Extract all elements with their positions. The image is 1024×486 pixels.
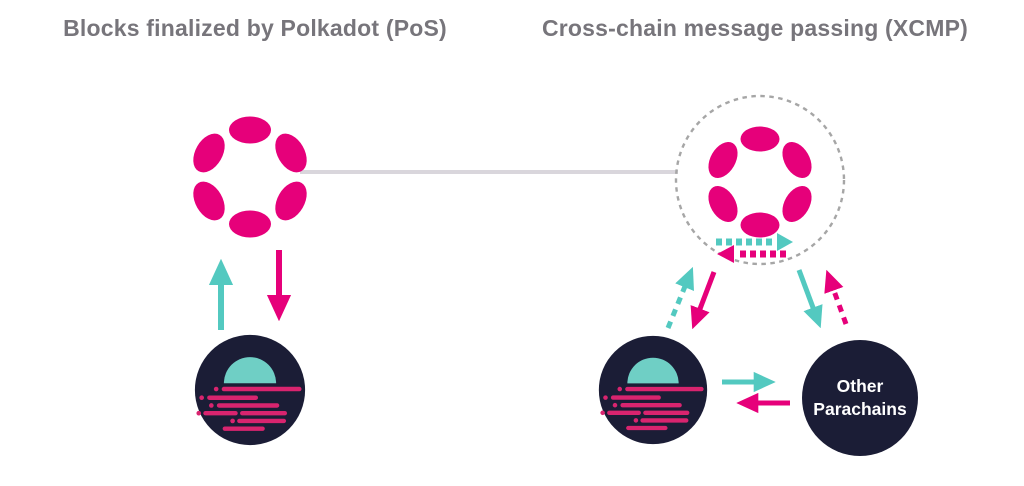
right-panel-title: Cross-chain message passing (XCMP)	[541, 15, 969, 41]
xcmp-dashed-arrow-right-icon	[716, 233, 793, 251]
moonbeam-logo-icon	[195, 335, 305, 445]
diagonal-up-arrow-teal-dashed-icon	[665, 266, 694, 329]
relay-chain-dashed-circle	[674, 94, 846, 266]
diagonal-down-arrow-teal-icon	[796, 269, 823, 329]
diagonal-down-arrow-pink-icon	[690, 271, 717, 330]
diagonal-up-arrow-pink-dashed-icon	[824, 269, 849, 325]
other-parachains-label-line2: Parachains	[813, 399, 907, 419]
other-parachains-node	[802, 340, 918, 456]
other-parachains-label-line1: Other	[836, 376, 884, 397]
other-parachains-label: Other Parachains	[802, 340, 918, 456]
polkadot-logo-icon	[708, 126, 812, 238]
left-panel-title: Blocks finalized by Polkadot (PoS)	[63, 15, 447, 41]
moonbeam-logo-icon	[599, 336, 707, 444]
polkadot-logo-icon	[193, 116, 307, 238]
xcmp-dashed-arrow-left-icon	[717, 245, 786, 263]
